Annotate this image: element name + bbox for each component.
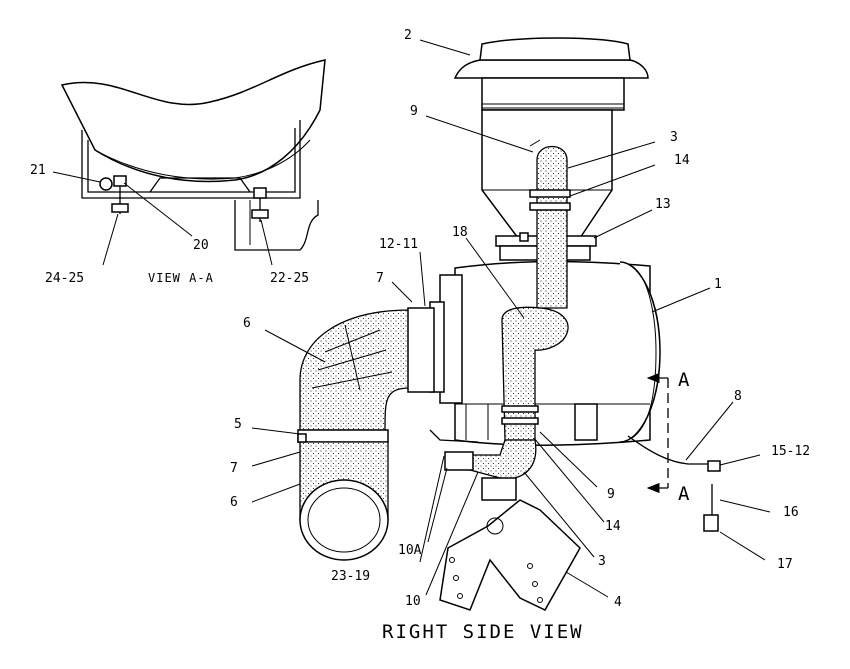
callout-14-bottom: 14 [605,519,621,534]
callout-2: 2 [404,28,412,43]
callout-10a: 10A [398,543,422,558]
callout-13: 13 [655,197,671,212]
lower-hose-3 [444,439,537,501]
callout-6-top: 6 [243,316,251,331]
view-a-a-detail [60,59,326,251]
upper-vent-hose-3 [529,139,568,309]
detail-caption: VIEW A-A [148,271,214,285]
clip-21 [99,177,113,191]
callout-5: 5 [234,417,242,432]
callout-8: 8 [734,389,742,404]
main-caption: RIGHT SIDE VIEW [382,621,584,643]
section-mark-a-upper: A [678,369,690,391]
intake-elbow-6 [297,307,435,561]
callout-3-top: 3 [670,130,678,145]
callout-6-bottom: 6 [230,495,238,510]
saddle-bracket [60,59,326,251]
bolt-left [111,175,129,214]
mounting-bracket-4 [439,499,581,611]
callout-labels: 2 9 3 14 13 12-11 18 7 1 6 8 5 15-12 7 9… [30,28,810,610]
callout-24-25: 24-25 [45,271,84,286]
bolt-right [251,187,269,222]
callout-20: 20 [193,238,209,253]
callout-21: 21 [30,163,46,178]
callout-16: 16 [783,505,799,520]
callout-1: 1 [714,277,722,292]
callout-23-19: 23-19 [331,569,370,584]
callout-18: 18 [452,225,468,240]
callout-15-12: 15-12 [771,444,810,459]
callout-7-top: 7 [376,271,384,286]
section-line-a-a [646,372,669,494]
callout-4: 4 [614,595,622,610]
callout-12-11: 12-11 [379,237,418,252]
callout-10: 10 [405,594,421,609]
dust-valve-assembly [627,435,721,532]
leader-lines [52,39,771,598]
callout-14-top: 14 [674,153,690,168]
callout-7-bottom: 7 [230,461,238,476]
callout-17: 17 [777,557,793,572]
callout-9-bottom: 9 [607,487,615,502]
callout-3-bottom: 3 [598,554,606,569]
section-mark-a-lower: A [678,483,690,505]
callout-9-top: 9 [410,104,418,119]
hose-clamps-14 [501,189,571,425]
callout-22-25: 22-25 [270,271,309,286]
precleaner-cap-2 [453,37,649,111]
